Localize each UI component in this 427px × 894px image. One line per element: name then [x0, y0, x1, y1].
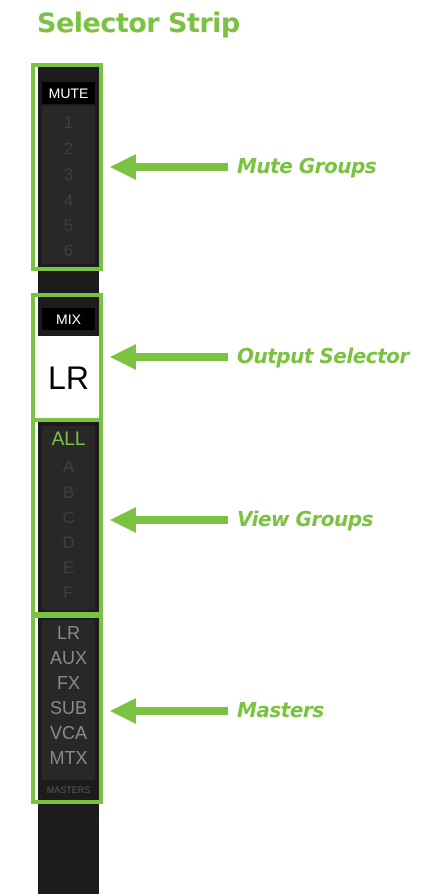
- master-fx[interactable]: FX: [56, 673, 80, 693]
- masters-label: MASTERS: [46, 785, 91, 795]
- mute-group-3[interactable]: 3: [63, 165, 74, 184]
- view-group-b[interactable]: B: [62, 483, 75, 502]
- output-selector-value[interactable]: LR: [48, 360, 89, 396]
- master-lr[interactable]: LR: [56, 623, 80, 643]
- mute-group-6[interactable]: 6: [63, 241, 74, 260]
- mute-group-5[interactable]: 5: [63, 216, 74, 235]
- view-group-e[interactable]: E: [62, 558, 75, 577]
- view-group-a[interactable]: A: [62, 457, 75, 476]
- mute-groups-highlight: [31, 63, 103, 271]
- view-groups-arrow: [110, 507, 228, 533]
- output-selector-highlight: [31, 293, 103, 422]
- mute-group-1[interactable]: 1: [63, 113, 74, 132]
- view-group-all[interactable]: ALL: [51, 429, 86, 450]
- mute-group-4[interactable]: 4: [63, 191, 74, 210]
- output-selector-panel[interactable]: [38, 336, 99, 418]
- mute-groups-arrow: [110, 154, 228, 180]
- view-groups-panel: [42, 426, 95, 610]
- mix-header[interactable]: MIX: [42, 308, 95, 330]
- view-groups-highlight: [31, 418, 103, 616]
- view-group-c[interactable]: C: [62, 508, 75, 527]
- mute-header[interactable]: MUTE: [42, 82, 95, 104]
- view-group-d[interactable]: D: [62, 533, 75, 552]
- mute-group-2[interactable]: 2: [63, 139, 74, 158]
- masters-callout: Masters: [237, 698, 324, 722]
- mute-groups-panel: [42, 106, 95, 264]
- output-selector-callout: Output Selector: [237, 344, 409, 368]
- masters-panel: [42, 620, 95, 780]
- master-mtx[interactable]: MTX: [49, 748, 88, 768]
- page-title: Selector Strip: [37, 8, 240, 39]
- masters-arrow: [110, 698, 228, 724]
- masters-highlight: [31, 614, 103, 804]
- mute-groups-callout: Mute Groups: [237, 154, 377, 178]
- master-aux[interactable]: AUX: [49, 648, 87, 668]
- master-sub[interactable]: SUB: [49, 698, 87, 718]
- view-group-f[interactable]: F: [63, 583, 74, 602]
- master-vca[interactable]: VCA: [49, 723, 87, 743]
- output-selector-arrow: [110, 344, 228, 370]
- view-groups-callout: View Groups: [237, 507, 373, 531]
